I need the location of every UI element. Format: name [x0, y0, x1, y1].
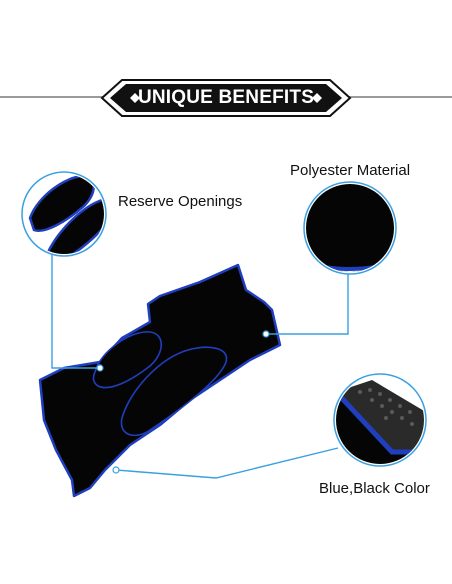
label-polyester-material: Polyester Material [290, 162, 411, 179]
opening-left [92, 331, 163, 389]
header-banner-badge [100, 79, 352, 117]
zoom-circle-reserve-openings [21, 171, 107, 257]
zoom-circle-color [333, 373, 427, 467]
label-reserve-openings: Reserve Openings [118, 193, 243, 210]
stitching-dashes [122, 374, 242, 466]
callout-dot-color [112, 466, 120, 474]
header-rule-right [348, 96, 452, 98]
header-rule-left [0, 96, 104, 98]
diamond-icon-left [130, 93, 140, 103]
diamond-icon-right [312, 93, 322, 103]
callout-lines [51, 254, 349, 479]
callout-dot-material [262, 330, 270, 338]
banner-title: UNIQUE BENEFITS [137, 87, 315, 108]
label-color: Blue,Black Color [319, 480, 430, 497]
zoom-circle-polyester-material [303, 181, 397, 275]
opening-right [120, 346, 228, 437]
callout-dot-openings [96, 364, 104, 372]
